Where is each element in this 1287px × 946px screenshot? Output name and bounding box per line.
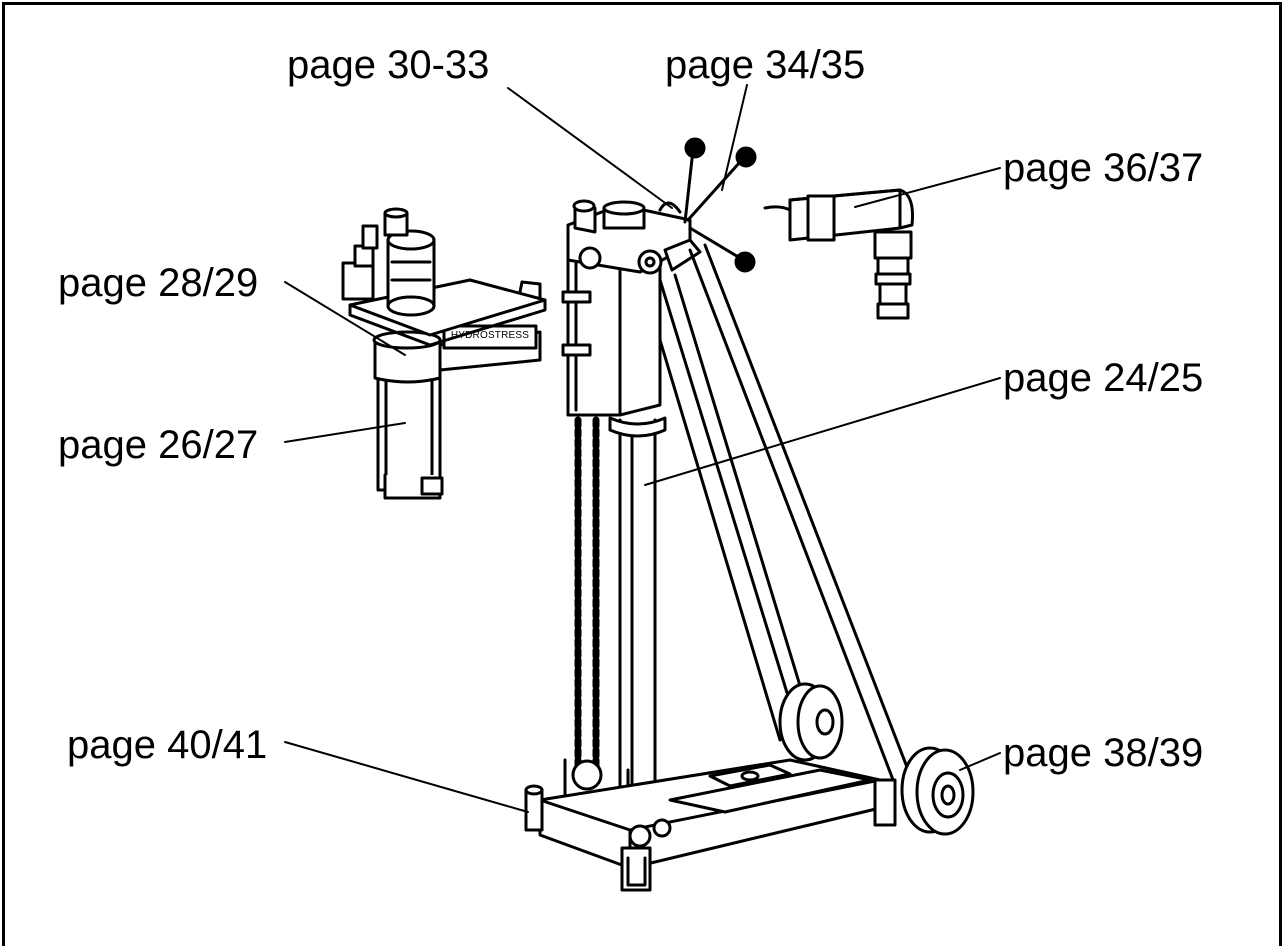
callout-page-24-25: page 24/25 xyxy=(1003,356,1204,400)
leader-lines xyxy=(284,84,1001,813)
callout-page-36-37: page 36/37 xyxy=(1003,146,1204,190)
feed-handles xyxy=(658,137,757,273)
brand-plate: HYDROSTRESS xyxy=(450,330,530,341)
drill-motor-assembly xyxy=(341,207,547,500)
callout-page-38-39: page 38/39 xyxy=(1003,731,1204,775)
base-frame xyxy=(524,758,897,892)
callout-page-26-27: page 26/27 xyxy=(58,423,259,467)
drill-stand-column xyxy=(561,199,702,817)
callout-page-34-35: page 34/35 xyxy=(665,43,866,87)
callout-page-30-33: page 30-33 xyxy=(287,43,490,87)
transport-wheels xyxy=(778,682,975,836)
support-struts xyxy=(658,243,914,787)
callout-page-40-41: page 40/41 xyxy=(67,723,268,767)
callout-page-28-29: page 28/29 xyxy=(58,261,259,305)
coupling-detail xyxy=(763,188,914,320)
